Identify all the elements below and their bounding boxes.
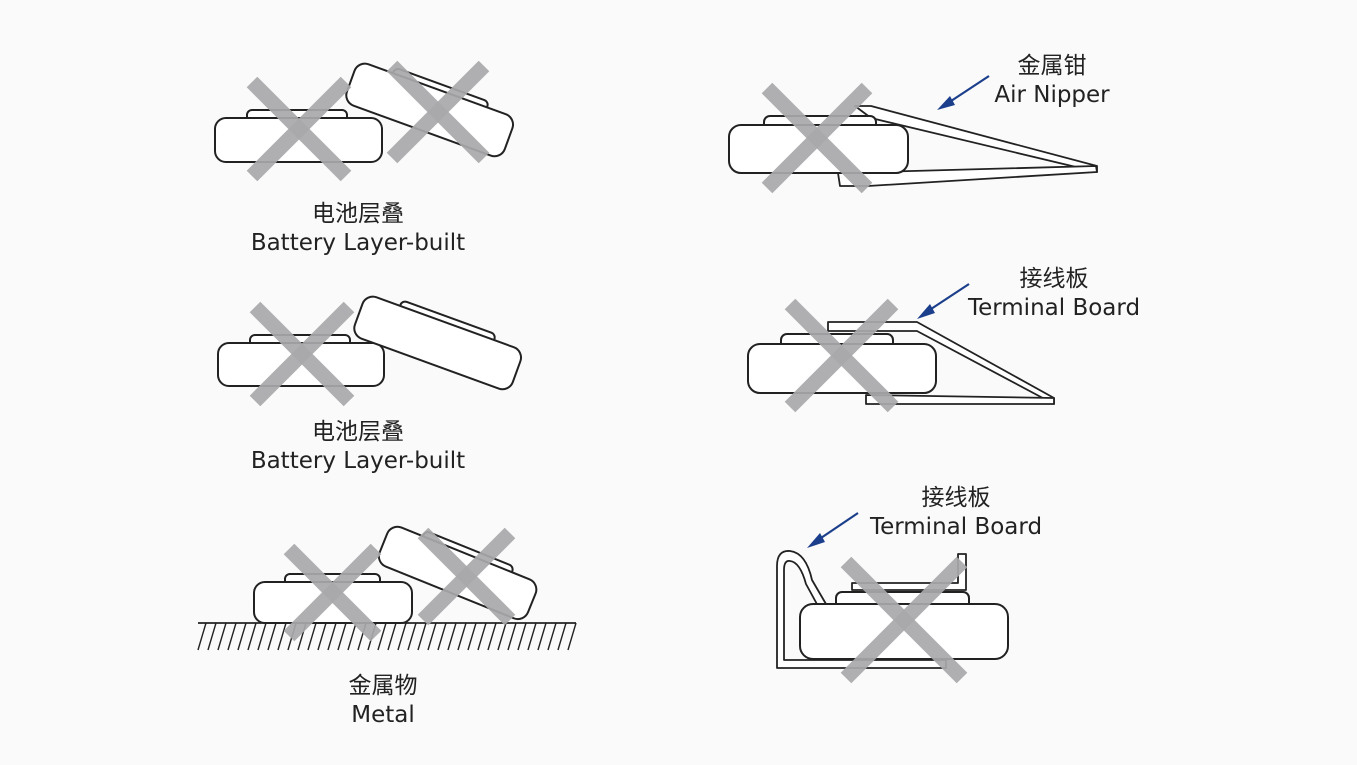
label-en: Terminal Board xyxy=(869,514,1043,540)
air-nipper-tool xyxy=(837,105,1098,187)
panel-on-metal xyxy=(197,525,577,651)
panel-terminal-board-2 xyxy=(776,512,1009,684)
label-en: Battery Layer-built xyxy=(250,448,466,474)
label-zh: 接线板 xyxy=(1019,266,1089,292)
arrow-icon xyxy=(917,283,970,319)
panel-stacked-tilted xyxy=(214,60,515,182)
label-stacked-leaning: 电池层叠 Battery Layer-built xyxy=(238,418,478,476)
prohibited-cross-icon xyxy=(417,527,516,626)
prohibited-cross-icon xyxy=(246,76,352,182)
label-terminal-board-2: 接线板 Terminal Board xyxy=(846,484,1066,542)
label-en: Battery Layer-built xyxy=(250,230,466,256)
prohibited-cross-icon xyxy=(784,298,899,413)
terminal-board-tool xyxy=(827,321,1055,405)
label-en: Terminal Board xyxy=(967,295,1141,321)
label-en: Air Nipper xyxy=(994,82,1110,108)
label-en: Metal xyxy=(351,702,415,728)
arrow-icon xyxy=(937,75,990,110)
prohibited-cross-icon xyxy=(249,301,355,407)
label-on-metal: 金属物 Metal xyxy=(303,672,463,730)
label-zh: 金属钳 xyxy=(1017,53,1087,79)
metal-surface xyxy=(197,622,577,651)
panel-terminal-board-1 xyxy=(747,283,1055,413)
label-stacked-tilted: 电池层叠 Battery Layer-built xyxy=(238,200,478,258)
prohibited-cross-icon xyxy=(386,60,490,164)
panel-stacked-leaning xyxy=(217,295,523,407)
battery-cell-tilted xyxy=(353,295,523,391)
label-zh: 电池层叠 xyxy=(312,201,404,227)
battery-cell-flat xyxy=(799,591,1009,660)
label-zh: 电池层叠 xyxy=(312,419,404,445)
label-zh: 接线板 xyxy=(921,485,991,511)
label-terminal-board-1: 接线板 Terminal Board xyxy=(944,265,1164,323)
label-zh: 金属物 xyxy=(348,673,418,699)
panel-air-nipper xyxy=(728,75,1098,194)
prohibited-cross-icon xyxy=(761,82,873,194)
prohibited-cross-icon xyxy=(840,556,968,684)
prohibited-cross-icon xyxy=(283,543,382,642)
arrow-icon xyxy=(807,512,859,548)
label-air-nipper: 金属钳 Air Nipper xyxy=(972,52,1132,110)
